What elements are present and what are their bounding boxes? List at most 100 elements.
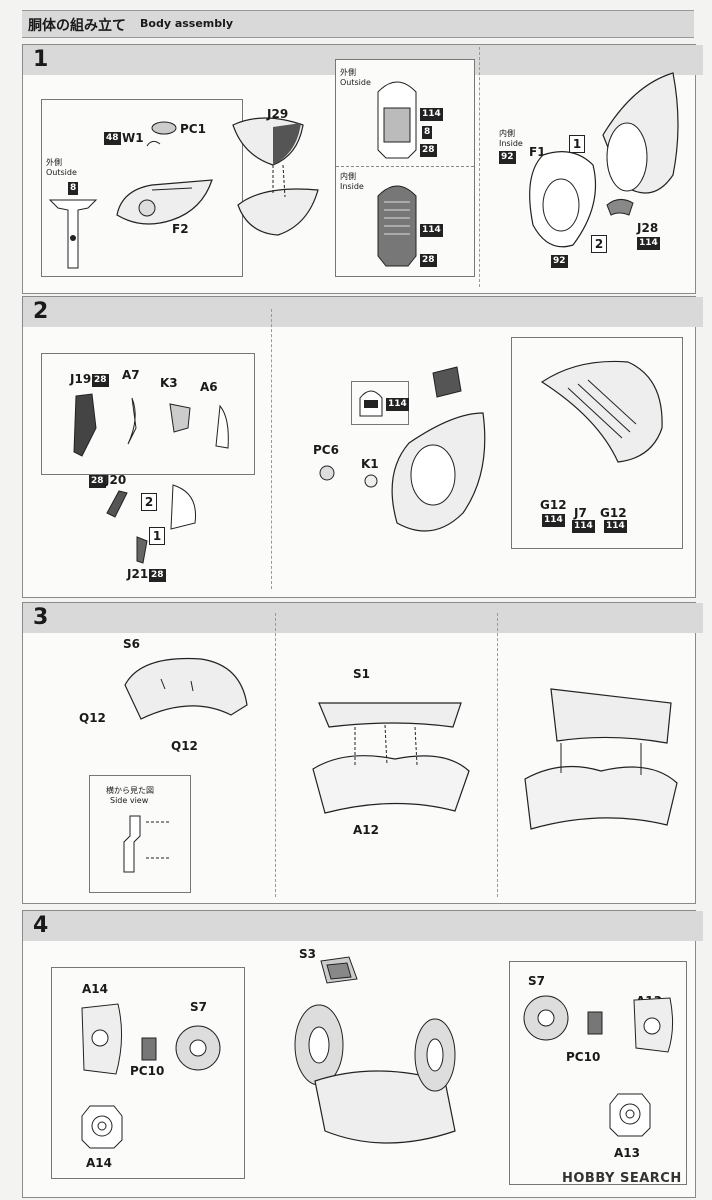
paint-badge: 114	[604, 520, 627, 533]
paint-badge: 28	[149, 569, 166, 582]
step-2-right-box: G12 114 J7 114 G12 114	[511, 337, 683, 549]
step-number: 4	[33, 913, 49, 938]
a14-detail-illustration	[81, 1105, 123, 1149]
inside-jp: 内側	[499, 129, 515, 138]
part-label-a6: A6	[200, 380, 218, 394]
paint-badge: 28	[92, 374, 109, 387]
step-2-left-box: J19 28 A7 K3 A6	[41, 353, 255, 475]
step-2-right-illustration	[540, 360, 663, 463]
part-label-a13: A13	[614, 1146, 640, 1160]
step-1-detail-box: 外側 Outside 114 8 28 内側 Inside 114 28	[335, 59, 475, 277]
step-3: 3 S6 Q12 Q12 横から見た図 Side view S1 A12	[22, 602, 703, 904]
paint-badge: 114	[572, 520, 595, 533]
step-number: 3	[33, 605, 49, 630]
inside-part-illustration	[377, 185, 417, 267]
part-label-a7: A7	[122, 368, 140, 382]
part-label-s1: S1	[353, 667, 370, 681]
side-view-illustration	[123, 815, 170, 873]
section-divider	[497, 613, 498, 897]
paint-badge: 92	[551, 255, 568, 268]
sequence-1: 1	[149, 527, 165, 545]
sequence-2: 2	[141, 493, 157, 511]
outside-en: Outside	[46, 168, 77, 177]
paint-badge: 8	[68, 182, 79, 195]
step-number: 2	[33, 299, 49, 324]
part-label-pc10: PC10	[130, 1064, 165, 1078]
title-en: Body assembly	[140, 17, 234, 30]
part-label-g12: G12	[600, 506, 627, 520]
part-label-q12: Q12	[171, 739, 198, 753]
part-label-q12: Q12	[79, 711, 106, 725]
section-divider	[275, 613, 276, 897]
inside-en: Inside	[340, 182, 364, 191]
paint-badge: 114	[542, 514, 565, 527]
paint-badge: 48	[104, 132, 121, 145]
inside-en: Inside	[499, 139, 523, 148]
outside-jp: 外側	[340, 68, 356, 77]
hobby-search-logo: HOBBY SEARCH	[562, 1171, 682, 1186]
k1-detail-box: 114	[351, 381, 409, 425]
paint-badge: 28	[420, 254, 437, 267]
part-label-a14: A14	[82, 982, 108, 996]
part-label-pc10: PC10	[566, 1050, 601, 1064]
step-number: 1	[33, 47, 49, 72]
s1-a12-illustration	[312, 702, 470, 814]
paint-badge: 8	[422, 126, 433, 139]
step-4: 4 A14 S7 PC10 A14 S3 S7 A13 PC10	[22, 910, 703, 1198]
part-label-k1: K1	[361, 457, 379, 471]
page-header: 胴体の組み立て Body assembly	[22, 10, 694, 38]
step-1: 1 48 W1 PC1 外側 Outside 8 F2 J29 外側 Ou	[22, 44, 703, 294]
outside-part-illustration	[377, 81, 417, 159]
part-label-s7: S7	[528, 974, 545, 988]
side-view-en: Side view	[110, 796, 149, 805]
pc1-w1-illustration	[146, 121, 177, 147]
step-4-left-box: A14 S7 PC10 A14	[51, 967, 245, 1179]
part-label-f2: F2	[172, 222, 189, 236]
s3-illustration	[320, 956, 358, 984]
step-2-center-illustration	[319, 366, 486, 532]
j29-assembly-illustration	[232, 117, 319, 236]
part-label-k3: K3	[160, 376, 178, 390]
title-jp: 胴体の組み立て	[28, 18, 126, 34]
part-label-w1: W1	[122, 131, 144, 145]
part-label-j28: J28	[637, 221, 659, 235]
part-label-g12: G12	[540, 498, 567, 512]
part-label-s6: S6	[123, 637, 140, 651]
paint-badge: 114	[420, 108, 443, 121]
step-4-center-illustration	[294, 1004, 456, 1144]
step-3-tab: 3	[23, 603, 703, 633]
part-label-s7: S7	[190, 1000, 207, 1014]
side-view-jp: 横から見た図	[106, 786, 154, 795]
paint-badge: 114	[420, 224, 443, 237]
part-label-j19: J19	[70, 372, 92, 386]
step-2-tab: 2	[23, 297, 703, 327]
part-label-j21: J21	[127, 567, 149, 581]
step-4-tab: 4	[23, 911, 703, 941]
part-label-j20: J20	[105, 473, 127, 487]
section-divider	[271, 309, 272, 589]
part-label-a12: A12	[353, 823, 379, 837]
f1-assembly-illustration	[529, 72, 679, 248]
paint-badge: 28	[420, 144, 437, 157]
paint-badge: 28	[89, 475, 106, 488]
step-3-result-illustration	[524, 688, 678, 830]
step-4-right-box: S7 A13 PC10 A13	[509, 961, 687, 1185]
f2-part-illustration	[116, 179, 213, 225]
inside-jp: 内側	[340, 172, 356, 181]
outside-jp: 外側	[46, 158, 62, 167]
k1-detail-illustration	[359, 390, 383, 417]
outside-en: Outside	[340, 78, 371, 87]
j19-a7-k3-a6-illustration	[73, 393, 229, 457]
sequence-1: 1	[569, 135, 585, 153]
step-1-left-box: 48 W1 PC1 外側 Outside 8 F2	[41, 99, 243, 277]
s7-pc10-a13-illustration	[523, 995, 674, 1053]
part-label-a14: A14	[86, 1156, 112, 1170]
part-label-s3: S3	[299, 947, 316, 961]
paint-badge: 114	[386, 398, 409, 411]
a13-detail-illustration	[609, 1093, 651, 1137]
sequence-2: 2	[591, 235, 607, 253]
j20-j21-assembly-illustration	[106, 484, 197, 564]
a14-s7-pc10-illustration	[81, 1003, 221, 1075]
part-label-j29: J29	[267, 107, 289, 121]
part-label-j7: J7	[574, 506, 587, 520]
